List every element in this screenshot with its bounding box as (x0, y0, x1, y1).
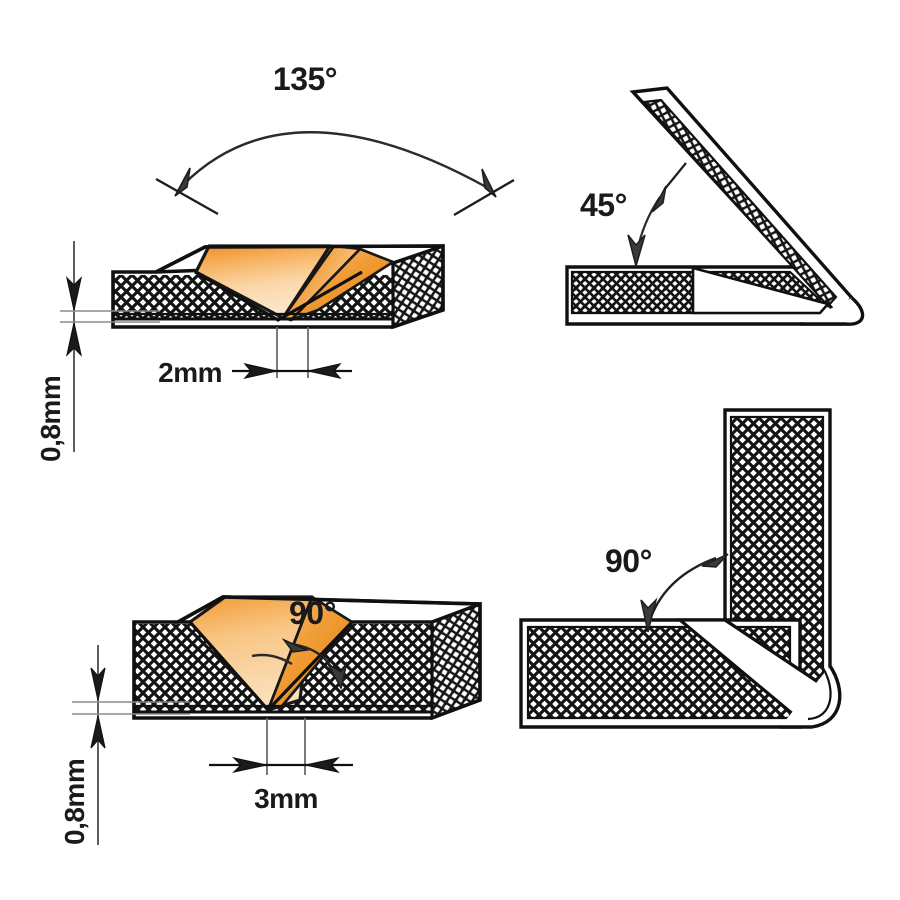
angle-label-45: 45° (580, 187, 627, 223)
angle-arc-45 (627, 162, 687, 269)
angle-label-90-fold: 90° (605, 543, 652, 579)
panel-135-degree-groove: 135° 2mm (35, 61, 515, 462)
angle-90g-arrow-left (281, 638, 310, 653)
angle-arc-135 (155, 131, 515, 217)
thickness-arrow-down (65, 322, 83, 357)
angle-label-135: 135° (273, 61, 337, 97)
panel-90-degree-groove: 90° 3mm 0,8mm (59, 595, 482, 845)
dimension-arrow-left-3mm (232, 756, 267, 774)
angle-label-90-groove: 90° (289, 595, 336, 631)
angle-45-arrow-lower (627, 234, 646, 269)
dimension-arrow-left (243, 363, 277, 379)
fold90-joint-upper-edge (724, 618, 831, 692)
angle-90f-arrow-left (640, 597, 658, 633)
dimension-3mm: 3mm (209, 718, 353, 814)
angle-tick-left (155, 177, 219, 216)
thickness-label-08mm-bottom: 0,8mm (59, 759, 90, 845)
angle-90g-arrow-right (326, 661, 348, 691)
dimension-thickness-top: 0,8mm (35, 241, 160, 462)
fold45-rounded-corner (800, 296, 865, 326)
thickness-arrow-down-bottom (90, 715, 106, 749)
angle-arc-90-fold (640, 553, 729, 633)
angle-45-leader (663, 162, 687, 191)
dimension-arrow-right-3mm (305, 756, 340, 774)
panel-45-degree-fold: 45° (565, 86, 865, 326)
dimension-label-3mm: 3mm (254, 783, 318, 814)
angle-arc-90-groove (281, 638, 348, 691)
dimension-2mm: 2mm (158, 327, 352, 388)
angle-tick-right (453, 178, 515, 217)
fold45-joint-wedge (691, 266, 831, 315)
panel-90-degree-fold: 90° (519, 408, 842, 729)
dimension-thickness-bottom: 0,8mm (59, 645, 190, 845)
angle-90f-arrow-right (701, 553, 729, 568)
groove90-crease (251, 653, 293, 666)
fold45-tilted-core (641, 98, 838, 308)
fold90-rounded-corner-inner (807, 667, 832, 721)
dimension-arrow-right (308, 363, 342, 379)
block-outline (111, 244, 445, 329)
thickness-label-08mm-top: 0,8mm (35, 376, 66, 462)
groove90-notch-outline (188, 620, 354, 713)
angle-45-arrow-upper (651, 185, 667, 213)
groove90-block-outline (132, 595, 482, 720)
thickness-arrow-up (65, 276, 83, 311)
dimension-label-2mm: 2mm (158, 357, 222, 388)
thickness-arrow-up-bottom (90, 667, 106, 701)
